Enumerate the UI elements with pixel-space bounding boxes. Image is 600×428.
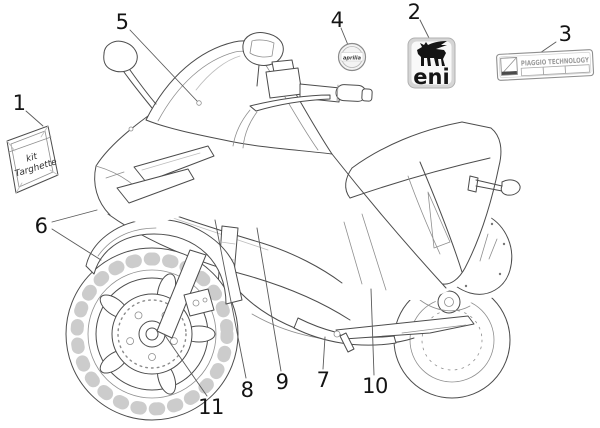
- callout-10: 10: [362, 374, 388, 398]
- rear-wheel: [393, 281, 511, 399]
- piaggio-logo-icon: [500, 57, 518, 76]
- callout-8: 8: [240, 378, 254, 402]
- callout-11: 11: [198, 395, 224, 419]
- kit-package-decal: kit Targhette: [6, 125, 59, 194]
- callout-2: 2: [407, 0, 421, 24]
- right-mirror: [242, 32, 284, 87]
- piaggio-title: PIAGGIO TECHNOLOGY: [521, 56, 590, 68]
- callout-3: 3: [558, 22, 572, 46]
- handlebar: [232, 59, 373, 149]
- piaggio-decal: PIAGGIO TECHNOLOGY: [496, 49, 595, 81]
- eni-decal: eni: [407, 37, 456, 89]
- headlights: [105, 145, 215, 204]
- front-fender: [85, 218, 243, 305]
- front-fork: [156, 249, 215, 339]
- left-mirror: [103, 40, 157, 109]
- windscreen: [128, 40, 333, 155]
- aprilia-decal: aprilia: [337, 42, 367, 72]
- callout-1: 1: [12, 91, 26, 115]
- aprilia-wordmark: aprilia: [343, 56, 361, 62]
- kit-label-line1: kit: [25, 152, 39, 165]
- body-and-seat: [331, 118, 512, 300]
- turn-signal: [467, 175, 521, 196]
- callout-9: 9: [275, 370, 289, 394]
- eni-dog-icon: [417, 41, 447, 66]
- eni-wordmark: eni: [413, 65, 449, 89]
- callout-7: 7: [316, 368, 330, 392]
- callout-5: 5: [115, 10, 129, 34]
- callout-4: 4: [330, 8, 344, 32]
- callout-6: 6: [34, 214, 48, 238]
- underbody-floor: [237, 289, 475, 353]
